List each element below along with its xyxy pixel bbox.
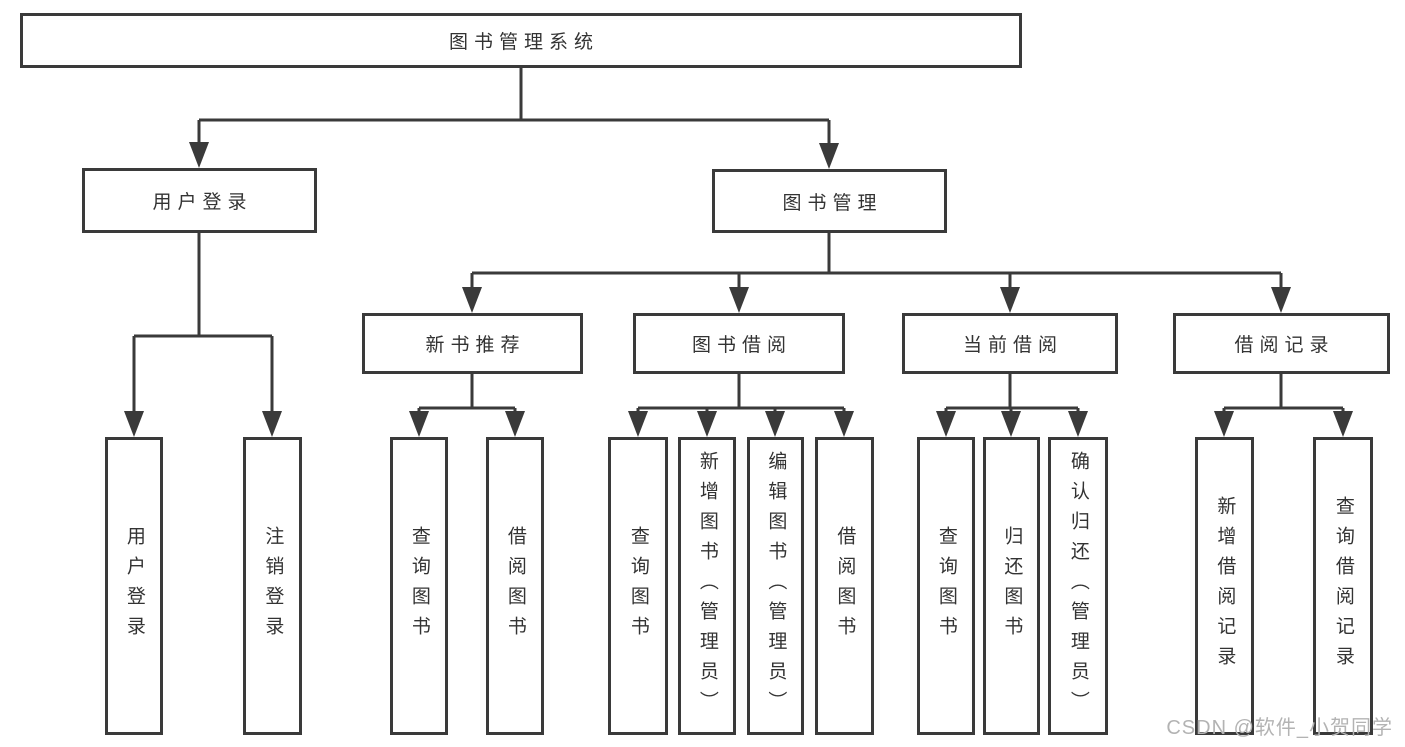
node-root-system: 图书管理系统	[20, 13, 1022, 68]
arrow-down-icon	[765, 411, 785, 437]
node-borrowing-records: 借阅记录	[1173, 313, 1390, 374]
node-user-login-branch: 用户登录	[82, 168, 317, 233]
arrow-down-icon	[124, 411, 144, 437]
leaf-add-books-admin-label: 新增图书（管理员）	[696, 451, 718, 721]
arrow-down-icon	[628, 411, 648, 437]
arrow-down-icon	[1333, 411, 1353, 437]
arrow-down-icon	[505, 411, 525, 437]
leaf-query-books-newrec-label: 查询图书	[408, 526, 430, 646]
arrow-down-icon	[409, 411, 429, 437]
leaf-query-borrow-record: 查询借阅记录	[1313, 437, 1373, 735]
leaf-confirm-return-admin: 确认归还（管理员）	[1048, 437, 1108, 735]
arrow-down-icon	[1271, 287, 1291, 313]
node-book-borrowing-label: 图书借阅	[691, 335, 792, 356]
node-new-book-recommend-label: 新书推荐	[425, 335, 526, 356]
arrow-down-icon	[262, 411, 282, 437]
node-new-book-recommend: 新书推荐	[362, 313, 583, 374]
arrow-down-icon	[1000, 287, 1020, 313]
arrowheads	[124, 142, 1353, 437]
leaf-user-login: 用户登录	[105, 437, 163, 735]
leaf-add-borrow-record: 新增借阅记录	[1195, 437, 1254, 735]
leaf-confirm-return-admin-label: 确认归还（管理员）	[1067, 451, 1089, 721]
leaf-logout: 注销登录	[243, 437, 302, 735]
arrow-down-icon	[1214, 411, 1234, 437]
arrow-down-icon	[819, 143, 839, 169]
node-root-system-label: 图书管理系统	[448, 32, 599, 53]
leaf-borrow-books-newrec-label: 借阅图书	[504, 526, 526, 646]
arrow-down-icon	[834, 411, 854, 437]
arrow-down-icon	[936, 411, 956, 437]
leaf-add-borrow-record-label: 新增借阅记录	[1214, 496, 1236, 676]
node-current-borrowing: 当前借阅	[902, 313, 1118, 374]
leaf-borrow-books-borrow-label: 借阅图书	[834, 526, 856, 646]
csdn-watermark: CSDN @软件_小贺同学	[1166, 717, 1393, 739]
arrow-down-icon	[462, 287, 482, 313]
leaf-query-books-borrow-label: 查询图书	[627, 526, 649, 646]
leaf-edit-books-admin-label: 编辑图书（管理员）	[765, 451, 787, 721]
node-book-borrowing: 图书借阅	[633, 313, 845, 374]
leaf-query-books-newrec: 查询图书	[390, 437, 448, 735]
leaf-borrow-books-newrec: 借阅图书	[486, 437, 544, 735]
node-book-management: 图书管理	[712, 169, 947, 233]
leaf-add-books-admin: 新增图书（管理员）	[678, 437, 736, 735]
arrow-down-icon	[729, 287, 749, 313]
leaf-user-login-label: 用户登录	[123, 526, 145, 646]
leaf-borrow-books-borrow: 借阅图书	[815, 437, 874, 735]
leaf-return-books-label: 归还图书	[1001, 526, 1023, 646]
node-current-borrowing-label: 当前借阅	[962, 335, 1063, 356]
arrow-down-icon	[697, 411, 717, 437]
node-user-login-label: 用户登录	[152, 192, 253, 213]
arrow-down-icon	[189, 142, 209, 168]
arrow-down-icon	[1001, 411, 1021, 437]
leaf-query-books-current-label: 查询图书	[935, 526, 957, 646]
leaf-return-books: 归还图书	[983, 437, 1040, 735]
node-book-management-label: 图书管理	[782, 192, 883, 214]
leaf-query-books-current: 查询图书	[917, 437, 975, 735]
node-borrowing-records-label: 借阅记录	[1234, 335, 1335, 356]
leaf-query-borrow-record-label: 查询借阅记录	[1332, 496, 1354, 676]
arrow-down-icon	[1068, 411, 1088, 437]
leaf-edit-books-admin: 编辑图书（管理员）	[747, 437, 804, 735]
leaf-logout-label: 注销登录	[262, 526, 284, 646]
leaf-query-books-borrow: 查询图书	[608, 437, 668, 735]
